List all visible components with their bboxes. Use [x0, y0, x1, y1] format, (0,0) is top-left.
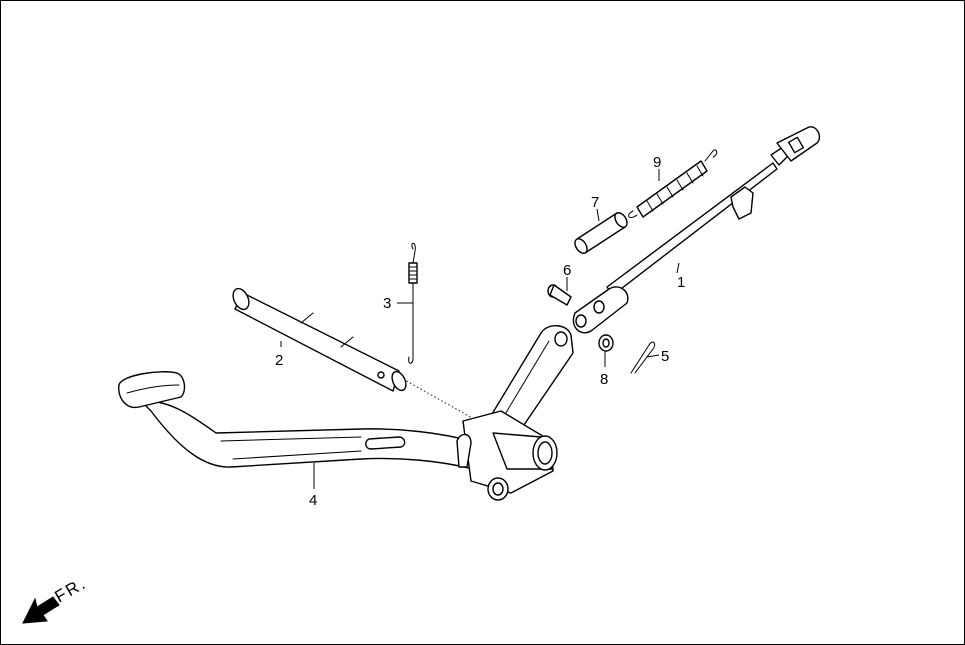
- callout-6: 6: [563, 262, 571, 279]
- brake-rod: [572, 126, 821, 334]
- callout-8: 8: [600, 371, 608, 388]
- cotter-pin: [630, 341, 656, 374]
- pivot-shaft: [232, 287, 407, 392]
- callout-2: 2: [275, 352, 283, 369]
- return-spring-long: [628, 149, 718, 218]
- alignment-dotted-line: [402, 378, 482, 424]
- front-label: FR.: [52, 573, 90, 606]
- arrow-down-left-icon: [22, 596, 60, 624]
- front-direction-indicator: FR.: [22, 573, 90, 624]
- sleeve-collar: [574, 212, 628, 254]
- leader-5: [646, 354, 660, 358]
- leader-1: [676, 262, 680, 274]
- callout-3: 3: [383, 295, 391, 312]
- callout-4: 4: [309, 492, 317, 509]
- washer: [598, 334, 614, 352]
- return-spring-small: [408, 242, 418, 364]
- clevis-pin: [547, 284, 572, 306]
- callout-9: 9: [653, 154, 661, 171]
- callout-5: 5: [661, 348, 669, 365]
- callout-7: 7: [591, 194, 599, 211]
- brake-pedal: [118, 325, 574, 501]
- leader-7: [596, 208, 600, 222]
- callout-1: 1: [677, 274, 685, 291]
